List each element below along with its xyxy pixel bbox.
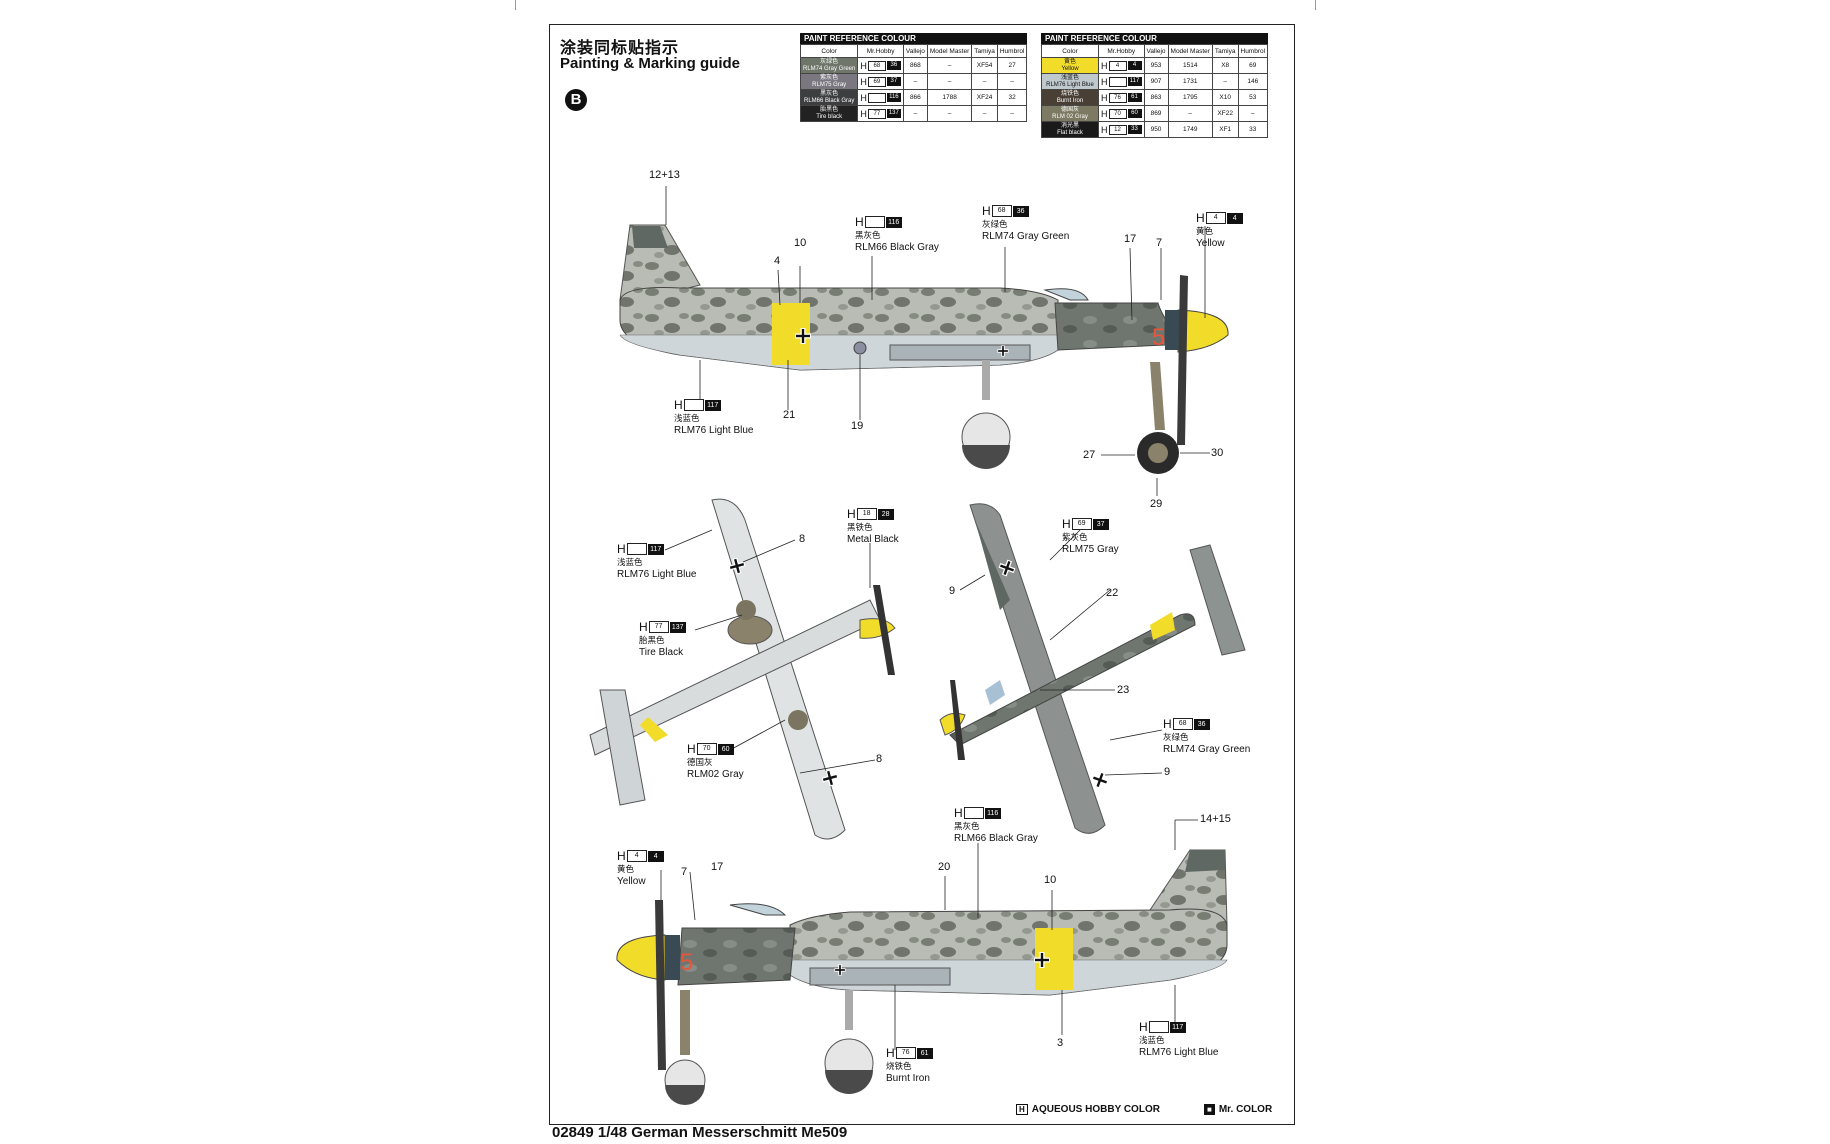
- decal-number: 20: [938, 861, 951, 873]
- decal-number: 14+15: [1200, 813, 1231, 825]
- table-header-cell: Model Master: [1167, 44, 1213, 58]
- page-title-cn: 涂装同标贴指示: [560, 38, 680, 57]
- bottom-profile-view: 5: [616, 849, 1228, 1105]
- decal-number: 10: [1044, 874, 1057, 886]
- decal-number: 27: [1083, 449, 1096, 461]
- decal-number: 7: [681, 866, 688, 878]
- cell-vallejo: 950: [1143, 121, 1169, 138]
- legend-aqueous: H AQUEOUS HOBBY COLOR: [1016, 1104, 1160, 1115]
- cell-humbrol: –: [996, 105, 1028, 122]
- fold-mark: [515, 0, 516, 10]
- decal-number: 19: [851, 420, 864, 432]
- table-caption: PAINT REFERENCE COLOUR: [800, 33, 1028, 44]
- table-caption: PAINT REFERENCE COLOUR: [1041, 33, 1269, 44]
- legend-mr-color: ■ Mr. COLOR: [1204, 1104, 1272, 1115]
- decal-number: 12+13: [649, 169, 680, 181]
- decal-number: 4: [774, 255, 781, 267]
- aircraft-number: 5: [1152, 324, 1165, 351]
- decal-number: 7: [1156, 237, 1163, 249]
- decal-number: 22: [1106, 587, 1119, 599]
- cell-model-master: –: [926, 105, 973, 122]
- decal-number: 10: [794, 237, 807, 249]
- product-title: 02849 1/48 German Messerschmitt Me509: [552, 1124, 848, 1141]
- aircraft-number: 5: [680, 949, 693, 976]
- top-profile-view: 5: [619, 224, 1229, 474]
- decal-number: 17: [1124, 233, 1137, 245]
- decal-number: 29: [1150, 498, 1163, 510]
- underside-view: [589, 498, 896, 840]
- m-mark: ■: [1204, 1104, 1215, 1115]
- decal-number: 8: [799, 533, 806, 545]
- planform-view: [939, 503, 1246, 834]
- h-mark: H: [1016, 1104, 1028, 1115]
- decal-number: 9: [949, 585, 956, 597]
- cell-model-master: 1749: [1167, 121, 1213, 138]
- decal-number: 9: [1164, 766, 1171, 778]
- scheme-badge: B: [565, 89, 587, 111]
- decal-number: 17: [711, 861, 724, 873]
- decal-number: 3: [1057, 1037, 1064, 1049]
- page-title: Painting & Marking guide: [560, 55, 741, 72]
- leader-lines: [660, 186, 1210, 1050]
- decal-number: 30: [1211, 447, 1224, 459]
- decal-number: 8: [876, 753, 883, 765]
- decal-number: 21: [783, 409, 796, 421]
- decal-number: 23: [1117, 684, 1130, 696]
- cell-humbrol: 33: [1237, 121, 1269, 138]
- fold-mark: [1315, 0, 1316, 10]
